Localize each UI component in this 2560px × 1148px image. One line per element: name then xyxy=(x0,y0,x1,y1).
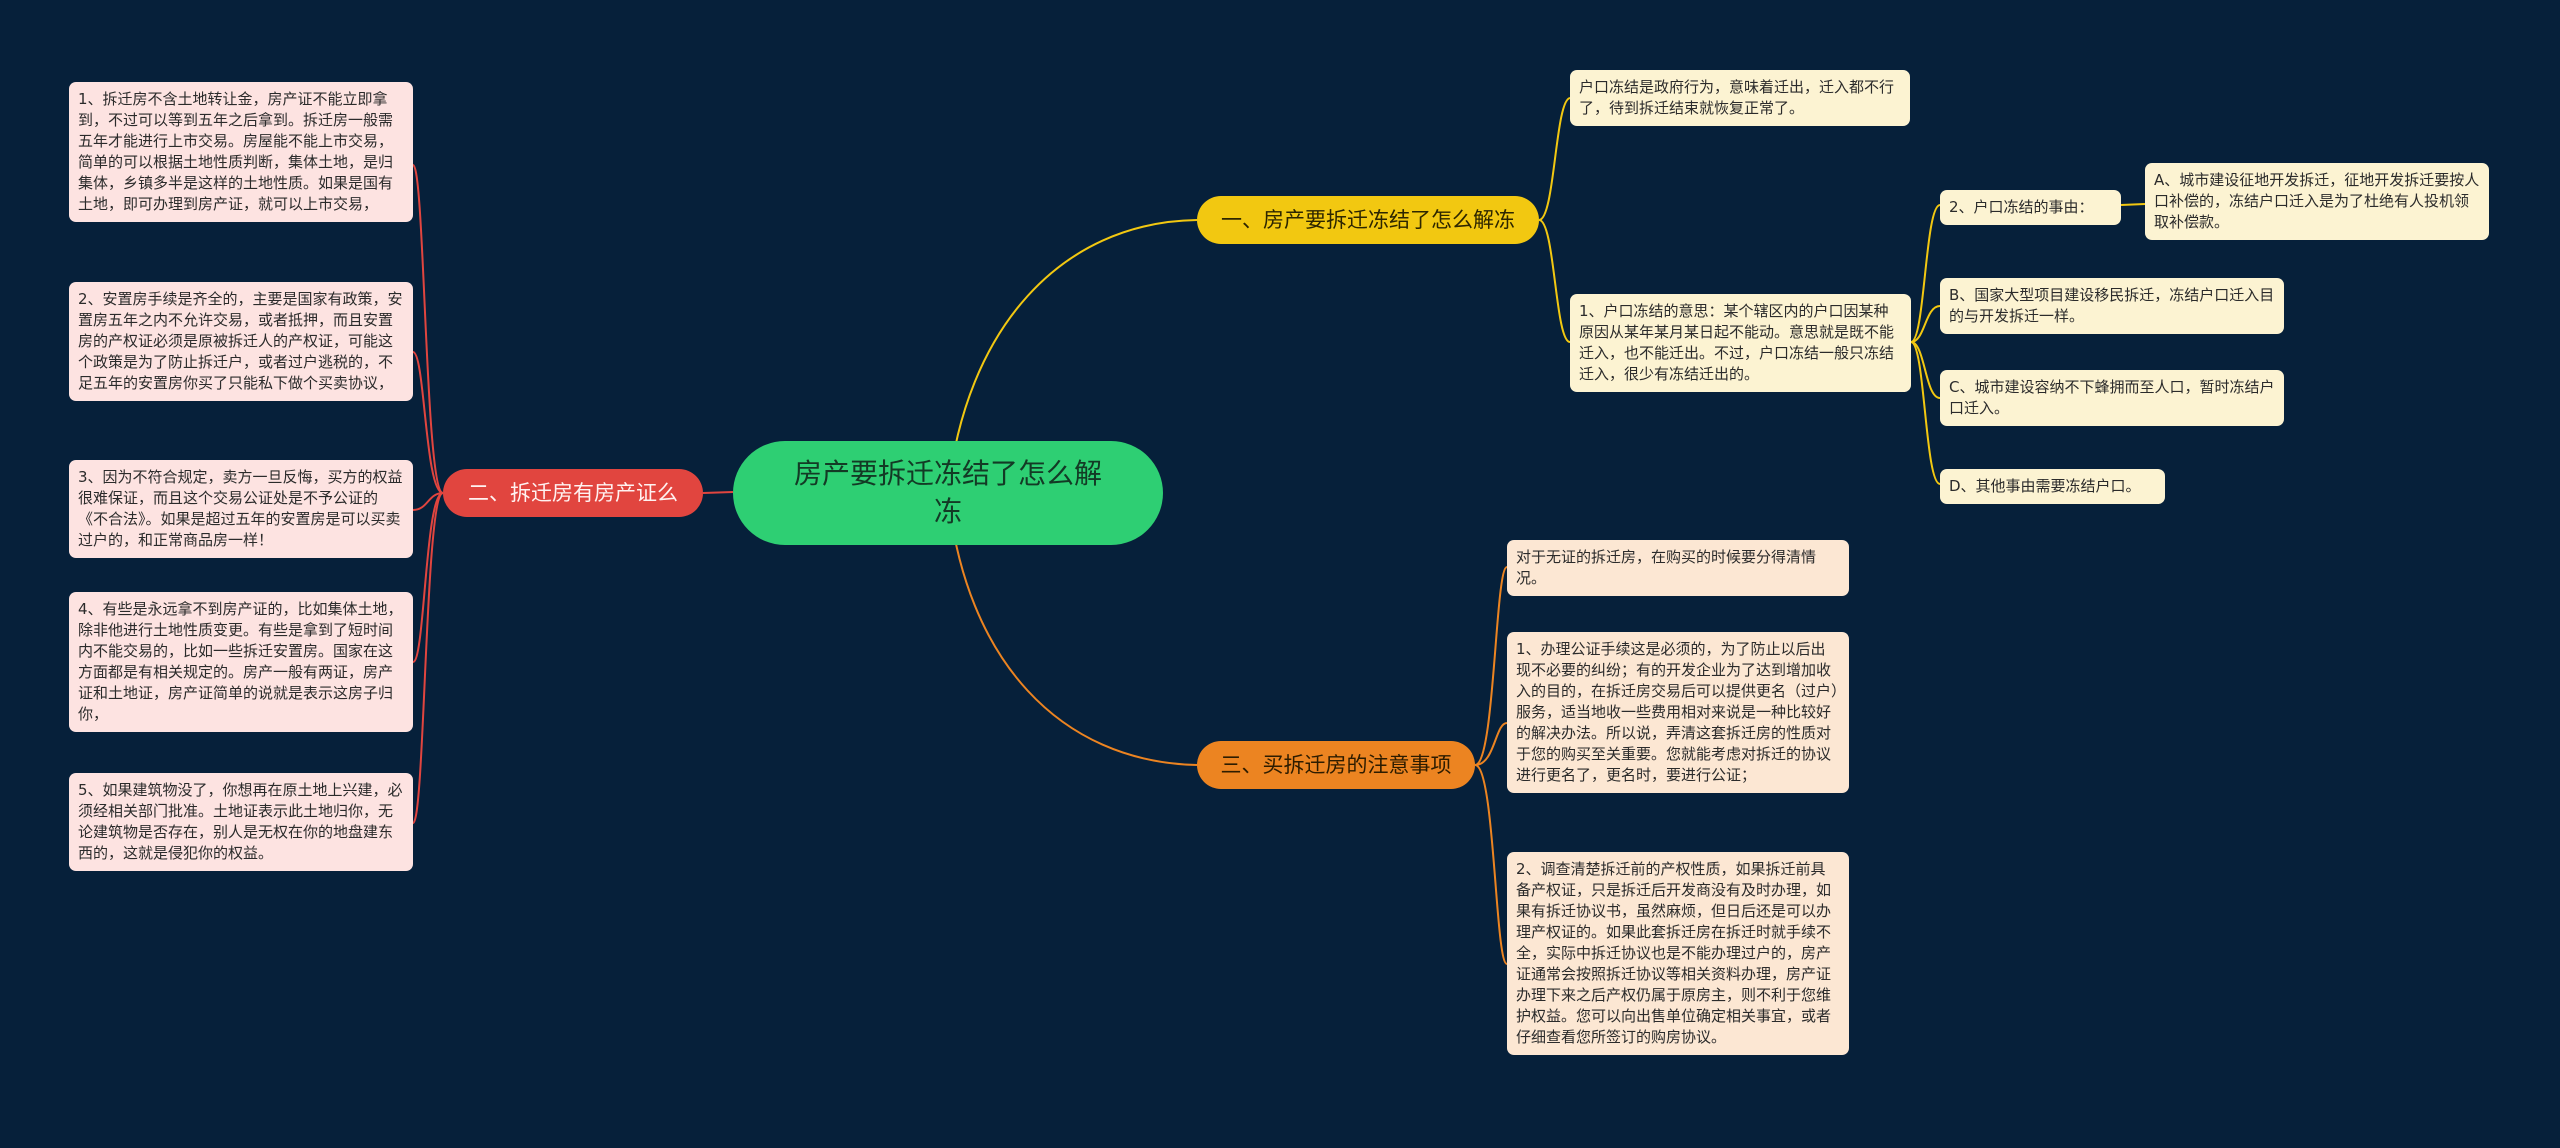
connector-root-b2 xyxy=(702,491,734,494)
connector-b2-item3 xyxy=(412,492,444,511)
b3-item-intro[interactable]: 对于无证的拆迁房，在购买的时候要分得清情况。 xyxy=(1507,540,1849,596)
root-topic[interactable]: 房产要拆迁冻结了怎么解冻 xyxy=(733,441,1163,545)
connector-b2-item5 xyxy=(412,492,444,824)
b2-item-2[interactable]: 2、安置房手续是齐全的，主要是国家有政策，安置房五年之内不允许交易，或者抵押，而… xyxy=(69,282,413,401)
b1-reason-c[interactable]: C、城市建设容纳不下蜂拥而至人口，暂时冻结户口迁入。 xyxy=(1940,370,2284,426)
connector-b2-item1 xyxy=(412,164,444,494)
connector-b2-item2 xyxy=(412,351,444,494)
connector-b3-item1 xyxy=(1474,722,1508,766)
connector-root-b1 xyxy=(947,219,1198,494)
b2-item-5[interactable]: 5、如果建筑物没了，你想再在原土地上兴建，必须经相关部门批准。土地证表示此土地归… xyxy=(69,773,413,871)
branch-purchase-notes[interactable]: 三、买拆迁房的注意事项 xyxy=(1197,741,1475,789)
b2-item-1[interactable]: 1、拆迁房不含土地转让金，房产证不能立即拿到，不过可以等到五年之后拿到。拆迁房一… xyxy=(69,82,413,222)
b1-reason-d[interactable]: D、其他事由需要冻结户口。 xyxy=(1940,469,2165,504)
connector-note2-reasonB xyxy=(1910,305,1941,343)
connector-b3-item0 xyxy=(1474,566,1508,766)
connector-note2-reasonD xyxy=(1910,341,1941,485)
connector-b1-note2 xyxy=(1538,219,1571,343)
b3-item-1[interactable]: 1、办理公证手续这是必须的，为了防止以后出现不必要的纠纷；有的开发企业为了达到增… xyxy=(1507,632,1849,793)
connector-root-b3 xyxy=(947,492,1198,766)
connector-b1-note1 xyxy=(1538,97,1571,221)
b1-note-freeze-meaning[interactable]: 1、户口冻结的意思：某个辖区内的户口因某种原因从某年某月某日起不能动。意思就是既… xyxy=(1570,294,1911,392)
connector-reasons-label-reasonA xyxy=(2120,203,2146,206)
b2-item-3[interactable]: 3、因为不符合规定，卖方一旦反悔，买方的权益很难保证，而且这个交易公证处是不予公… xyxy=(69,460,413,558)
b2-item-4[interactable]: 4、有些是永远拿不到房产证的，比如集体土地，除非他进行土地性质变更。有些是拿到了… xyxy=(69,592,413,732)
connector-b1-reasons xyxy=(1539,205,1932,220)
b3-item-2[interactable]: 2、调查清楚拆迁前的产权性质，如果拆迁前具备产权证，只是拆迁后开发商没有及时办理… xyxy=(1507,852,1849,1055)
branch-property-certificate[interactable]: 二、拆迁房有房产证么 xyxy=(443,469,703,517)
connector-note2-reasons-label xyxy=(1910,204,1941,343)
branch-unfreeze[interactable]: 一、房产要拆迁冻结了怎么解冻 xyxy=(1197,196,1539,244)
b1-reason-b[interactable]: B、国家大型项目建设移民拆迁，冻结户口迁入目的与开发拆迁一样。 xyxy=(1940,278,2284,334)
b1-note-freeze-overview[interactable]: 户口冻结是政府行为，意味着迁出，迁入都不行了，待到拆迁结束就恢复正常了。 xyxy=(1570,70,1910,126)
b1-reasons-label[interactable]: 2、户口冻结的事由： xyxy=(1940,190,2121,225)
connector-b3-item2 xyxy=(1474,764,1508,965)
connector-note2-reasonC xyxy=(1910,341,1941,399)
connector-b2-item4 xyxy=(412,492,444,663)
b1-reason-a[interactable]: A、城市建设征地开发拆迁，征地开发拆迁要按人口补偿的，冻结户口迁入是为了杜绝有人… xyxy=(2145,163,2489,240)
